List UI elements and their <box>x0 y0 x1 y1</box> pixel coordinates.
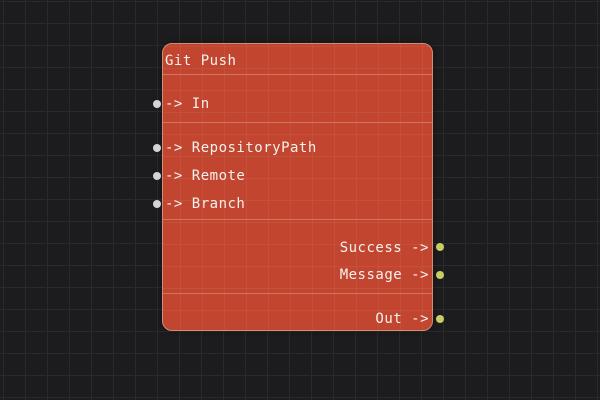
pin-label-message: Message -> <box>339 267 429 283</box>
node-title[interactable]: Git Push <box>165 53 237 69</box>
pin-label-remote: -> Remote <box>165 168 246 184</box>
exec-in-separator <box>163 122 432 123</box>
pin-label-repositorypath: -> RepositoryPath <box>165 140 317 156</box>
port-dot-branch[interactable] <box>153 200 161 208</box>
pin-label-success: Success -> <box>339 240 429 256</box>
port-dot-out[interactable] <box>436 315 444 323</box>
node-git-push[interactable]: Git Push -> In -> RepositoryPath -> Remo… <box>153 43 444 331</box>
title-separator <box>163 74 432 75</box>
port-dot-message[interactable] <box>436 271 444 279</box>
pin-label-out: Out -> <box>375 311 429 327</box>
outputs-separator <box>163 293 432 294</box>
port-dot-remote[interactable] <box>153 172 161 180</box>
port-dot-repositorypath[interactable] <box>153 144 161 152</box>
port-dot-in[interactable] <box>153 100 161 108</box>
inputs-separator <box>163 219 432 220</box>
port-dot-success[interactable] <box>436 243 444 251</box>
pin-label-branch: -> Branch <box>165 196 246 212</box>
pin-label-in: -> In <box>165 96 210 112</box>
